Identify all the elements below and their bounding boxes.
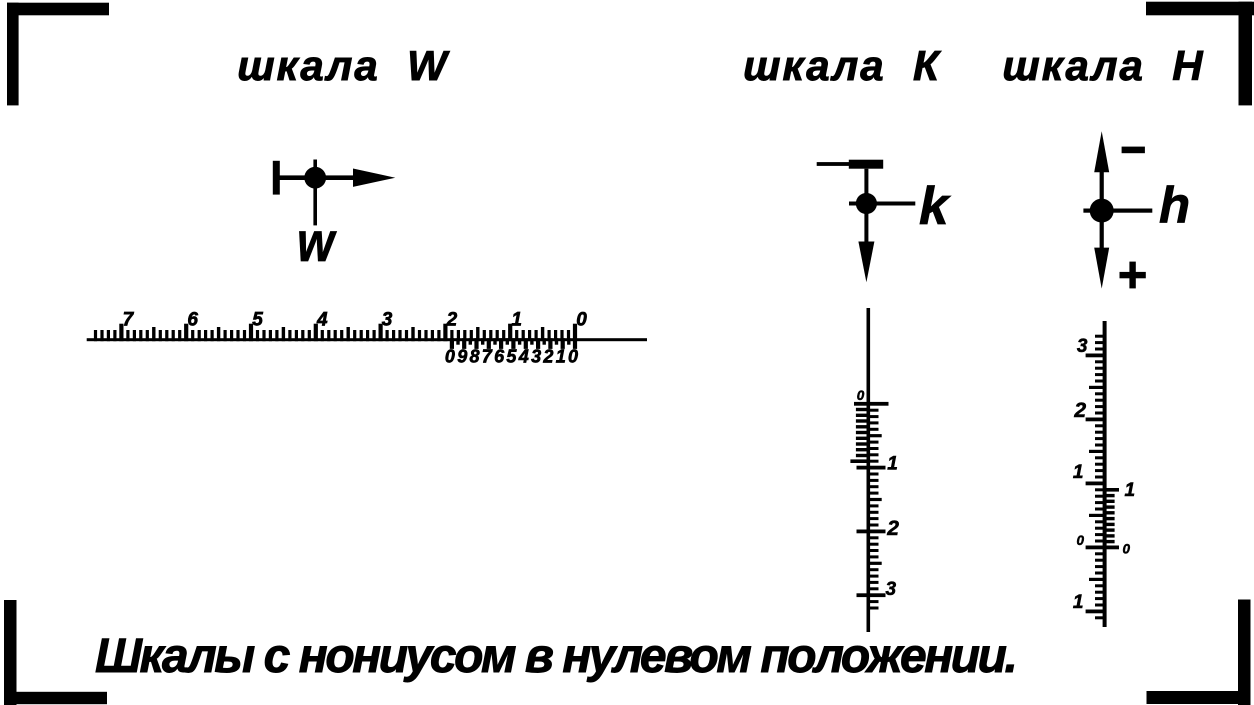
svg-text:2: 2 bbox=[446, 310, 458, 331]
svg-text:6: 6 bbox=[187, 310, 198, 331]
svg-text:5: 5 bbox=[506, 347, 517, 367]
svg-text:4: 4 bbox=[518, 347, 529, 367]
svg-text:9: 9 bbox=[457, 347, 467, 367]
svg-text:3: 3 bbox=[886, 579, 897, 600]
svg-text:7: 7 bbox=[123, 310, 135, 331]
svg-text:8: 8 bbox=[469, 347, 479, 367]
svg-text:4: 4 bbox=[316, 310, 328, 331]
svg-text:Шкалы с нониусом в нулевом пол: Шкалы с нониусом в нулевом положении. bbox=[95, 630, 1015, 683]
svg-text:3: 3 bbox=[531, 347, 541, 367]
svg-text:2: 2 bbox=[886, 517, 899, 540]
svg-text:7: 7 bbox=[482, 347, 493, 367]
svg-text:0: 0 bbox=[445, 347, 455, 367]
svg-text:1: 1 bbox=[887, 454, 898, 475]
svg-text:1: 1 bbox=[1073, 592, 1084, 613]
svg-text:1: 1 bbox=[1125, 480, 1136, 501]
svg-text:h: h bbox=[1159, 177, 1190, 234]
svg-text:0: 0 bbox=[1123, 542, 1131, 557]
svg-text:0: 0 bbox=[857, 388, 865, 403]
svg-text:1: 1 bbox=[1073, 462, 1084, 483]
svg-text:1: 1 bbox=[556, 347, 566, 367]
svg-text:шкала Н: шкала Н bbox=[1002, 42, 1204, 89]
svg-text:6: 6 bbox=[494, 347, 505, 367]
svg-text:2: 2 bbox=[542, 347, 553, 367]
svg-text:k: k bbox=[919, 177, 951, 236]
svg-text:1: 1 bbox=[511, 310, 522, 331]
svg-text:0: 0 bbox=[576, 310, 587, 331]
svg-text:5: 5 bbox=[252, 310, 263, 331]
svg-text:2: 2 bbox=[1073, 399, 1086, 422]
svg-text:0: 0 bbox=[568, 347, 578, 367]
svg-text:3: 3 bbox=[1077, 336, 1088, 357]
svg-text:w: w bbox=[297, 210, 337, 273]
svg-text:шкала W: шкала W bbox=[237, 42, 450, 89]
svg-text:3: 3 bbox=[382, 310, 393, 331]
svg-text:0: 0 bbox=[1076, 533, 1084, 548]
svg-text:шкала К: шкала К bbox=[743, 42, 942, 89]
